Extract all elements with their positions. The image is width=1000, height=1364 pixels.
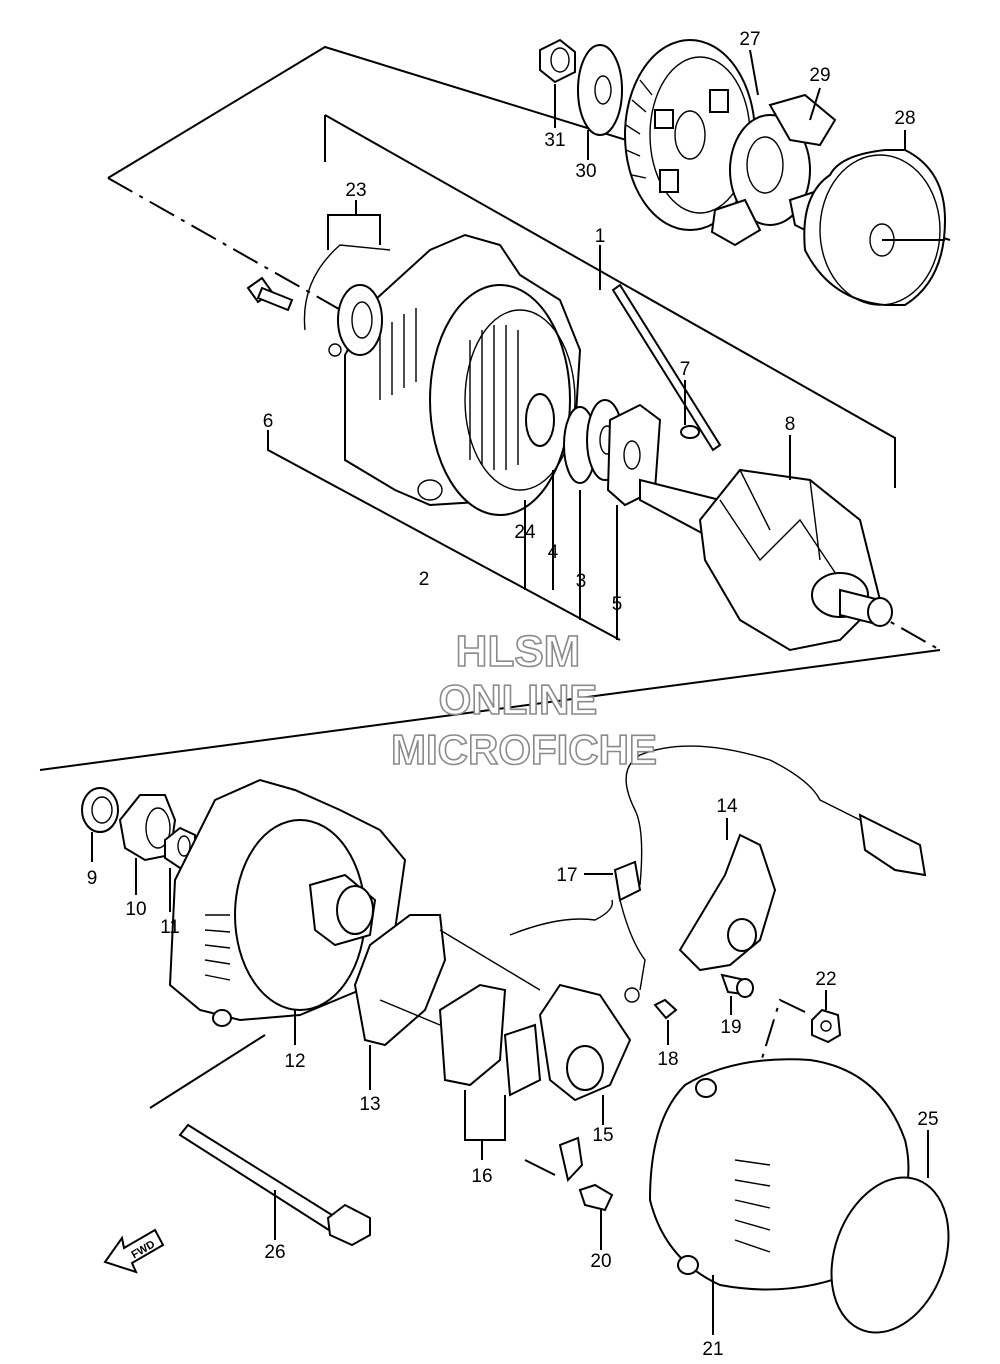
part-label-8[interactable]: 8 (785, 414, 796, 435)
part-label-14[interactable]: 14 (716, 796, 738, 817)
part-label-7[interactable]: 7 (680, 359, 691, 380)
part-label-19[interactable]: 19 (720, 1017, 741, 1038)
plate-13 (353, 914, 541, 1047)
rotor-8 (639, 468, 893, 652)
bearing-stack (563, 399, 662, 507)
cap-25 (830, 1176, 950, 1334)
bolt-6 (246, 276, 294, 312)
part-label-9[interactable]: 9 (87, 868, 98, 889)
part-label-29[interactable]: 29 (809, 65, 830, 86)
part-label-3[interactable]: 3 (576, 571, 587, 592)
watermark-line-3: MICROFICHE (391, 726, 657, 773)
part-label-12[interactable]: 12 (284, 1051, 305, 1072)
screw-18 (653, 998, 678, 1020)
part-label-10[interactable]: 10 (125, 899, 146, 920)
screw-20 (558, 1136, 614, 1212)
part-label-27[interactable]: 27 (739, 29, 760, 50)
part-number-labels: 1 2 3 4 5 6 7 8 9 10 11 12 13 14 15 16 1… (87, 29, 939, 1360)
part-label-21[interactable]: 21 (702, 1339, 723, 1360)
part-label-2[interactable]: 2 (419, 569, 430, 590)
bolt-19 (720, 973, 754, 998)
bracket-14 (678, 833, 777, 972)
housing-12 (168, 778, 407, 1027)
watermark-line-1: HLSM (456, 627, 581, 676)
bearing-10 (118, 794, 177, 862)
part-label-15[interactable]: 15 (592, 1125, 613, 1146)
part-label-1[interactable]: 1 (595, 226, 606, 247)
part-label-25[interactable]: 25 (917, 1109, 938, 1130)
part-label-18[interactable]: 18 (657, 1049, 678, 1070)
washer-30 (577, 44, 623, 136)
part-label-13[interactable]: 13 (359, 1094, 380, 1115)
part-label-17[interactable]: 17 (556, 865, 577, 886)
housing-2 (344, 233, 582, 516)
through-bolt-26 (178, 1123, 371, 1247)
part-label-24[interactable]: 24 (514, 522, 536, 543)
stud-7 (611, 283, 722, 452)
part-label-4[interactable]: 4 (548, 542, 559, 563)
part-label-26[interactable]: 26 (264, 1242, 285, 1263)
seal-23 (303, 244, 391, 357)
pulley-27 (624, 39, 756, 231)
cover-28 (803, 149, 947, 306)
part-label-11[interactable]: 11 (160, 917, 180, 938)
brush-16 (438, 983, 542, 1097)
nut-31 (539, 38, 576, 84)
part-label-20[interactable]: 20 (590, 1251, 611, 1272)
part-label-16[interactable]: 16 (471, 1166, 492, 1187)
washer-9 (81, 787, 119, 833)
nut-22 (811, 1008, 842, 1044)
part-label-30[interactable]: 30 (575, 161, 596, 182)
part-label-28[interactable]: 28 (894, 108, 915, 129)
part-label-31[interactable]: 31 (544, 130, 565, 151)
part-label-5[interactable]: 5 (612, 594, 623, 615)
part-label-6[interactable]: 6 (263, 411, 274, 432)
part-label-23[interactable]: 23 (345, 180, 366, 201)
fwd-arrow-icon: FWD (103, 1228, 165, 1274)
part-label-22[interactable]: 22 (815, 969, 836, 990)
harness-17 (509, 745, 927, 1003)
watermark: HLSM ONLINE MICROFICHE (390, 626, 658, 774)
watermark-line-2: ONLINE (439, 676, 598, 723)
regulator-15 (538, 983, 632, 1102)
